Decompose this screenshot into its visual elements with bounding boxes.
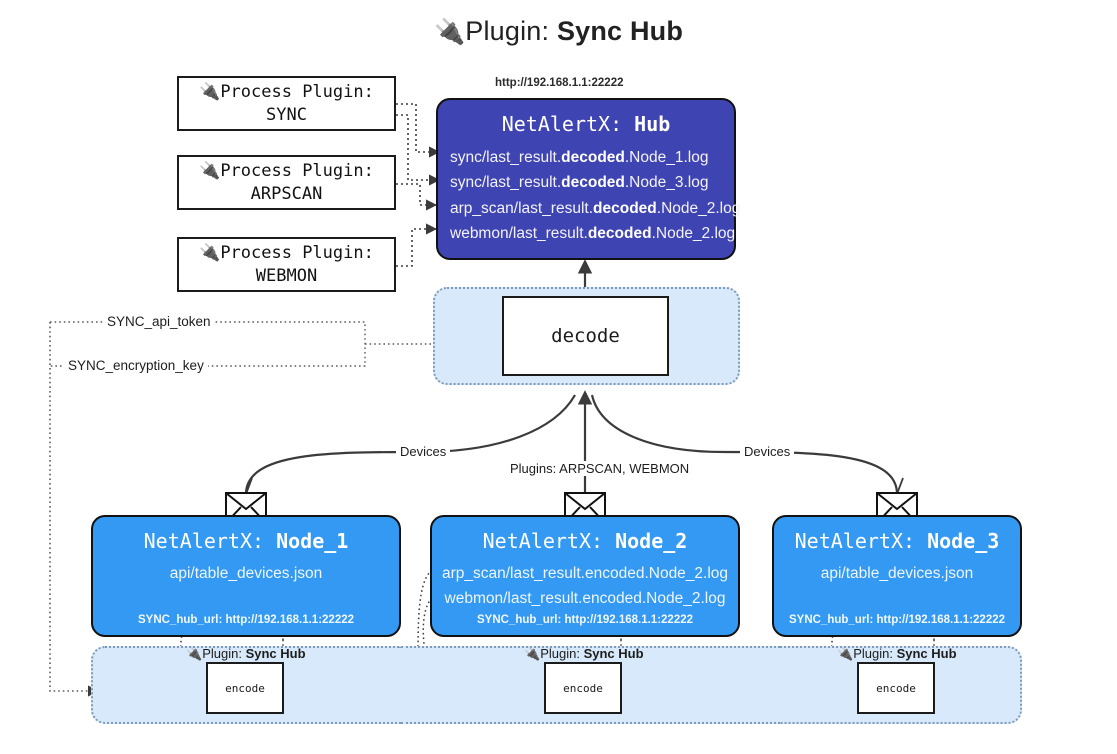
node-1-plugin-caption: 🔌Plugin: Sync Hub [186, 646, 306, 661]
process-plugin-arpscan-box[interactable]: 🔌Process Plugin: ARPSCAN [177, 155, 396, 210]
process-plugin-webmon-line2: WEBMON [255, 265, 318, 286]
process-plugin-webmon-box[interactable]: 🔌Process Plugin: WEBMON [177, 237, 396, 292]
node-3-plugin-caption: 🔌Plugin: Sync Hub [837, 646, 957, 661]
page-title-name: Sync Hub [556, 16, 684, 46]
process-plugin-sync-line2: SYNC [266, 104, 307, 125]
plug-icon: 🔌 [186, 646, 203, 661]
decode-box[interactable]: decode [502, 296, 669, 376]
node-3-lines: api/table_devices.json [821, 565, 974, 583]
sync-api-token-label: SYNC_api_token [103, 314, 215, 329]
node-1-title: NetAlertX: Node_1 [143, 529, 349, 553]
page-title: 🔌Plugin: Sync Hub [0, 16, 1117, 47]
edge-label-devices-right: Devices [740, 444, 795, 459]
sync-encryption-key-label: SYNC_encryption_key [64, 358, 208, 373]
plug-icon: 🔌 [837, 646, 854, 661]
plug-icon: 🔌 [199, 243, 221, 264]
hub-url-label: http://192.168.1.1:22222 [495, 77, 624, 89]
plug-icon: 🔌 [199, 161, 221, 182]
node-1-line-1: api/table_devices.json [169, 565, 323, 582]
hub-log-3: arp_scan/last_result.decoded.Node_2.log [450, 199, 741, 217]
edge-label-plugins-middle: Plugins: ARPSCAN, WEBMON [506, 461, 694, 476]
node-3-encode-box[interactable]: encode [857, 662, 935, 714]
node-2-encode-box[interactable]: encode [544, 662, 622, 714]
node-2-line-1: arp_scan/last_result.encoded.Node_2.log [441, 565, 729, 582]
hub-title: NetAlertX: Hub [501, 112, 671, 136]
node-1-hub-url: SYNC_hub_url: http://192.168.1.1:22222 [137, 614, 355, 626]
edge-label-devices-left: Devices [396, 444, 451, 459]
plug-icon: 🔌 [433, 18, 466, 46]
node-3-title: NetAlertX: Node_3 [794, 529, 1000, 553]
process-plugin-sync-line1: 🔌Process Plugin: [199, 82, 374, 103]
node-3-hub-url: SYNC_hub_url: http://192.168.1.1:22222 [788, 614, 1006, 626]
plug-icon: 🔌 [199, 82, 221, 103]
node-1-encode-box[interactable]: encode [206, 662, 284, 714]
plug-icon: 🔌 [524, 646, 541, 661]
node-box-node-3[interactable]: NetAlertX: Node_3 api/table_devices.json… [772, 515, 1022, 637]
node-box-node-1[interactable]: NetAlertX: Node_1 api/table_devices.json… [91, 515, 401, 637]
process-plugin-arpscan-line2: ARPSCAN [250, 183, 323, 204]
node-1-lines: api/table_devices.json [170, 565, 323, 583]
node-box-node-2[interactable]: NetAlertX: Node_2 arp_scan/last_result.e… [430, 515, 740, 637]
hub-box[interactable]: NetAlertX: Hub sync/last_result.decoded.… [436, 98, 741, 260]
hub-log-1: sync/last_result.decoded.Node_1.log [450, 149, 709, 166]
process-plugin-webmon-line1: 🔌Process Plugin: [199, 243, 374, 264]
process-plugin-arpscan-line1: 🔌Process Plugin: [199, 161, 374, 182]
hub-log-4: webmon/last_result.decoded.Node_2.log [450, 224, 736, 242]
node-2-plugin-caption: 🔌Plugin: Sync Hub [524, 646, 644, 661]
node-2-hub-url: SYNC_hub_url: http://192.168.1.1:22222 [476, 614, 694, 626]
node-3-line-1: api/table_devices.json [820, 565, 974, 582]
node-2-lines: arp_scan/last_result.encoded.Node_2.log … [442, 565, 728, 608]
hub-log-2: sync/last_result.decoded.Node_3.log [450, 174, 709, 192]
process-plugin-sync-box[interactable]: 🔌Process Plugin: SYNC [177, 76, 396, 131]
node-2-line-2: webmon/last_result.encoded.Node_2.log [444, 590, 726, 607]
page-title-prefix: Plugin: [465, 16, 557, 46]
node-2-title: NetAlertX: Node_2 [482, 529, 688, 553]
